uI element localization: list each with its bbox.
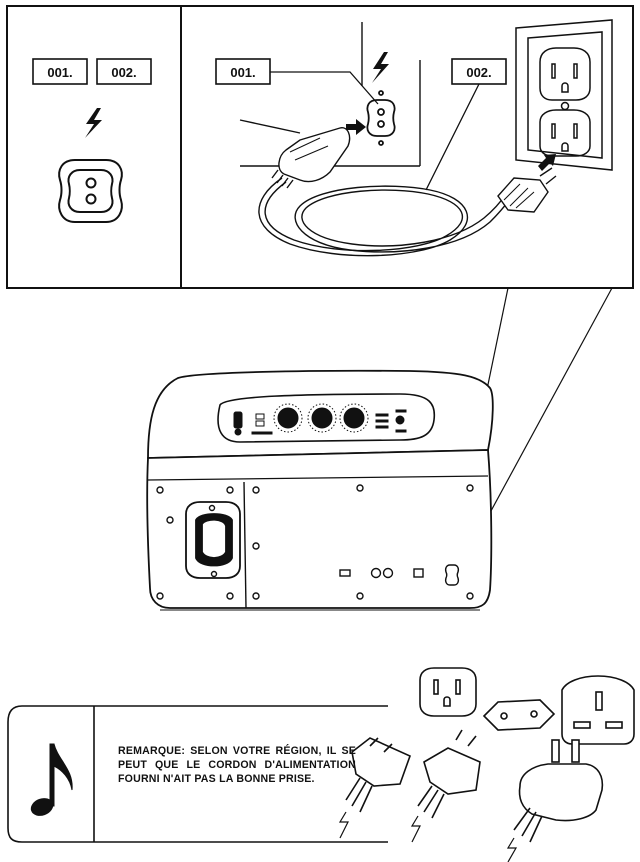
lightning-bolt-icon <box>372 52 389 83</box>
figure-eight-inlet-icon <box>58 159 123 223</box>
insert-arrow-icon <box>538 154 556 171</box>
right-label-001-text: 001. <box>230 65 255 80</box>
control-switches <box>233 409 407 436</box>
port-rca-left <box>370 567 382 579</box>
power-switch <box>233 411 243 429</box>
knob-volume <box>277 407 299 429</box>
left-label-001: 001. <box>32 58 88 85</box>
left-label-001-text: 001. <box>47 65 72 80</box>
outer-frame <box>6 5 634 289</box>
power-cord <box>239 119 513 257</box>
speaker-handle <box>185 501 241 579</box>
knob-treble <box>343 407 365 429</box>
music-note-icon <box>30 743 73 816</box>
us-wall-outlet <box>515 19 613 171</box>
note-text: REMARQUE: SELON VOTRE RÉGION, IL SE PEUT… <box>118 745 356 785</box>
left-label-002-text: 002. <box>111 65 136 80</box>
c7-connector <box>271 127 351 189</box>
right-label-001: 001. <box>215 58 379 105</box>
us-plug-icon <box>338 667 477 839</box>
speaker-power-inlet <box>444 564 460 586</box>
port-rca-right <box>382 567 394 579</box>
screws <box>156 484 474 600</box>
us-plug-connector <box>497 167 557 213</box>
uk-plug-icon <box>506 675 635 862</box>
control-knobs <box>273 403 369 433</box>
device-inlet-socket <box>366 90 396 146</box>
back-ports <box>339 564 460 586</box>
right-label-002: 002. <box>425 58 507 191</box>
port-switch <box>339 569 351 577</box>
eu-plug-icon <box>410 699 556 843</box>
top-panels <box>6 5 634 289</box>
speaker-unit <box>146 369 494 609</box>
right-label-002-text: 002. <box>466 65 491 80</box>
port-optical <box>413 568 424 578</box>
note-box <box>7 705 388 843</box>
lightning-bolt-icon <box>85 108 102 138</box>
back-panel-seam <box>243 481 247 609</box>
left-label-002: 002. <box>96 58 152 85</box>
knob-bass <box>311 407 333 429</box>
insert-arrow-icon <box>346 119 366 135</box>
